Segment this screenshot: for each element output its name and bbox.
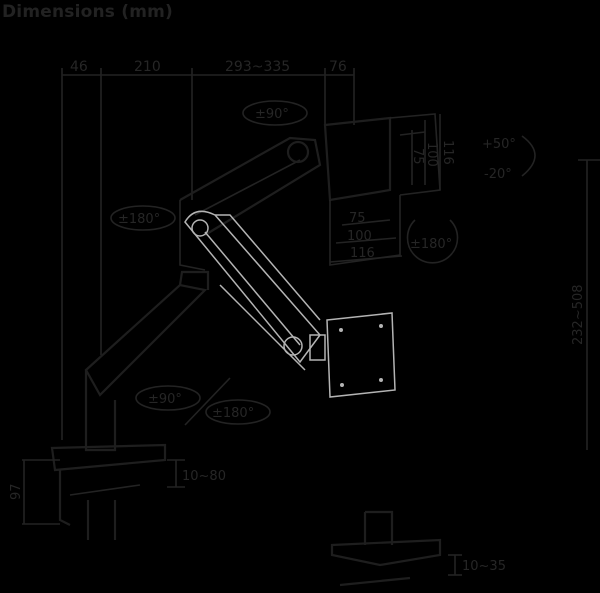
vesa-plate-top: 116 100 75 75 100 116 [323, 113, 455, 266]
grommet-thickness-label: 10~35 [462, 559, 506, 574]
dim-293-335: 293~335 [225, 59, 290, 75]
rotation-base-rotate-label: ±180° [212, 406, 254, 421]
column [84, 270, 210, 452]
rotation-top-arm-label: ±90° [255, 107, 289, 122]
height-range-label: 232~508 [571, 284, 586, 345]
desk-clamp: 97 10~80 [9, 443, 226, 540]
dim-210: 210 [134, 59, 161, 75]
rotation-elbow: ±180° [110, 205, 176, 231]
grommet-mount: 10~35 [330, 510, 506, 587]
rotation-elbow-label: ±180° [118, 212, 160, 227]
dim-46: 46 [70, 59, 88, 75]
clamp-height-label: 97 [9, 483, 24, 500]
vesa-h-116: 116 [350, 246, 375, 261]
rotation-base-swivel-label: ±90° [148, 392, 182, 407]
vesa-v-116: 116 [440, 140, 455, 165]
rotation-base: ±90° ±180° [135, 377, 271, 426]
vesa-plate [309, 312, 396, 398]
vesa-h-75: 75 [349, 211, 366, 226]
upper-arm [179, 136, 322, 271]
diagram-title: Dimensions (mm) [2, 2, 174, 22]
rotation-plate: ±180° [406, 219, 459, 264]
vesa-v-100: 100 [424, 142, 439, 167]
tilt-down-label: -20° [484, 167, 512, 182]
top-dimension-line: 46 210 293~335 76 [61, 59, 355, 440]
dim-76: 76 [329, 59, 347, 75]
vesa-h-100: 100 [347, 229, 372, 244]
lower-arm [184, 210, 321, 371]
vesa-v-75: 75 [410, 148, 425, 165]
tilt-indicator: +50° -20° [482, 135, 536, 182]
height-range-dimension: 232~508 [571, 159, 600, 450]
tilt-up-label: +50° [482, 137, 516, 152]
rotation-plate-label: ±180° [410, 237, 452, 252]
rotation-top-arm: ±90° [242, 100, 308, 126]
clamp-thickness-label: 10~80 [182, 469, 226, 484]
